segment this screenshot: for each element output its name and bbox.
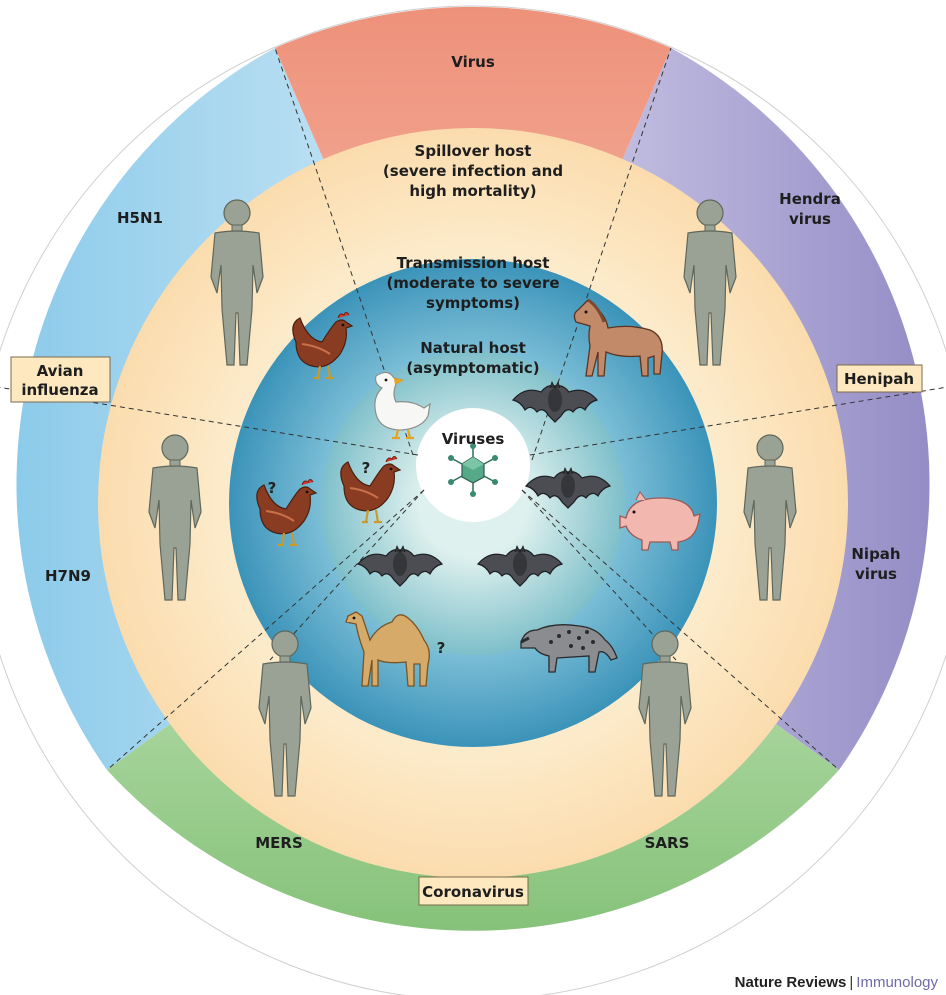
svg-text:virus: virus — [855, 565, 897, 583]
avian-influenza-box: Avian influenza — [10, 356, 111, 403]
svg-text:symptoms): symptoms) — [426, 294, 520, 312]
horse-icon — [573, 298, 663, 377]
virus-particle-icon — [448, 443, 498, 497]
svg-text:(severe infection and: (severe infection and — [383, 162, 563, 180]
svg-text:Nipah: Nipah — [851, 545, 900, 563]
question-mark: ? — [362, 459, 371, 477]
svg-text:(moderate to severe: (moderate to severe — [386, 274, 559, 292]
pig-icon — [619, 491, 701, 551]
virus-label: Virus — [451, 53, 495, 71]
h7n9-label: H7N9 — [45, 567, 91, 585]
camel-icon — [345, 611, 430, 687]
svg-text:Avian: Avian — [37, 362, 84, 380]
sars-label: SARS — [645, 834, 690, 852]
civet-icon — [520, 624, 618, 673]
svg-text:(asymptomatic): (asymptomatic) — [406, 359, 539, 377]
svg-text:Coronavirus: Coronavirus — [422, 883, 524, 901]
coronavirus-box: Coronavirus — [418, 876, 529, 906]
svg-text:Transmission host: Transmission host — [397, 254, 550, 272]
svg-text:Natural host: Natural host — [420, 339, 526, 357]
nipah-label: Nipah virus — [851, 545, 900, 583]
svg-text:Spillover host: Spillover host — [415, 142, 532, 160]
h5n1-label: H5N1 — [117, 209, 163, 227]
question-mark: ? — [437, 639, 446, 657]
henipah-box: Henipah — [836, 364, 923, 393]
duck-icon — [374, 371, 431, 440]
journal-name: Immunology — [856, 974, 938, 991]
svg-text:virus: virus — [789, 210, 831, 228]
credit-separator: | — [849, 974, 854, 991]
center-label: Viruses — [442, 430, 505, 448]
svg-text:influenza: influenza — [21, 381, 98, 399]
svg-text:high mortality): high mortality) — [409, 182, 536, 200]
question-mark: ? — [268, 479, 277, 497]
svg-text:Henipah: Henipah — [844, 370, 914, 388]
svg-text:Hendra: Hendra — [779, 190, 841, 208]
journal-credit: Nature Reviews|Immunology — [735, 974, 938, 991]
hendra-label: Hendra virus — [779, 190, 841, 228]
spillover-host-label: Spillover host (severe infection and hig… — [383, 142, 563, 200]
publisher-name: Nature Reviews — [734, 974, 847, 991]
transmission-host-label: Transmission host (moderate to severe sy… — [386, 254, 559, 312]
mers-label: MERS — [255, 834, 303, 852]
natural-host-label: Natural host (asymptomatic) — [406, 339, 539, 377]
